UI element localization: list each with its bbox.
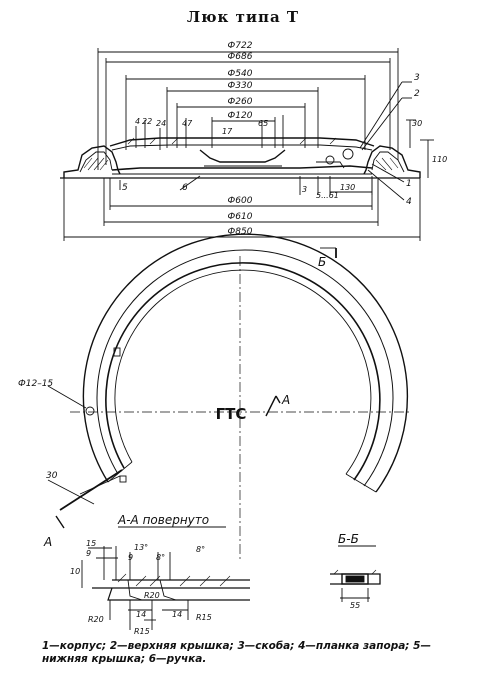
section-bb-title: Б-Б [338,532,359,546]
section-aa [81,526,250,630]
callout-1: 1 [406,179,412,189]
aa-dim-9a: 9 [86,549,91,558]
aa-r15-a: R15 [134,627,150,636]
dim-r-30: 30 [412,119,422,128]
aa-r20-a: R20 [88,615,104,624]
dim-130: 130 [340,183,355,192]
callout-4: 4 [406,197,412,207]
dim-f540: Ф540 [228,69,253,79]
dim-f600: Ф600 [228,196,253,206]
dim-30: 30 [46,471,58,481]
section-aa-labels: А-А повернуто 15 9 13° 9 8° 8° 10 R20 R2… [70,513,212,636]
top-dimension-lines [97,48,399,170]
plan-labels: Б ГТС А Ф12–15 30 А [18,255,326,549]
dim-f722: Ф722 [228,41,253,51]
dim-v-65: 65 [258,119,268,128]
section-aa-title: А-А повернуто [117,513,209,527]
callout-3: 3 [414,73,420,83]
dim-5-61: 5...61 [316,191,339,200]
bb-dim-55: 55 [350,601,360,610]
callout-5: 5 [122,183,128,193]
section-bb [330,545,381,602]
callout-2: 2 [414,89,420,99]
aa-dim-9b: 9 [128,553,133,562]
top-labels: Ф722 Ф686 Ф540 Ф330 Ф260 Ф120 4 22 24 47… [122,41,447,237]
aa-r20-b: R20 [144,591,160,600]
hole-label: Ф12–15 [18,379,53,389]
plan-view [47,233,410,560]
aa-dim-13deg: 13° [134,543,148,552]
aa-dim-8deg-b: 8° [196,545,205,554]
aa-dim-14b: 14 [172,610,182,619]
section-mark-b: Б [318,255,326,269]
dim-v-22: 22 [142,117,152,126]
dim-v-24: 24 [156,119,166,128]
aa-dim-8deg-a: 8° [156,553,165,562]
aa-dim-15: 15 [86,539,96,548]
figure-caption: 1—корпус; 2—верхняя крышка; 3—скоба; 4—п… [42,640,472,666]
dim-r-110: 110 [432,155,447,164]
page-title: Люк типа Т [186,8,300,26]
dim-v-4: 4 [135,117,140,126]
aa-dim-14a: 14 [136,610,146,619]
dim-f610: Ф610 [228,212,253,222]
callout-6: 6 [182,183,188,193]
section-bb-labels: Б-Б 55 [338,532,360,610]
aa-r15-b: R15 [196,613,212,622]
dim-f686: Ф686 [228,52,253,62]
dim-f850: Ф850 [228,227,253,237]
dim-f120: Ф120 [228,111,253,121]
callout-3b: 3 [302,185,307,194]
aa-dim-10: 10 [70,567,80,576]
dim-v-47: 47 [182,119,193,128]
dim-f330: Ф330 [228,81,253,91]
dim-f260: Ф260 [228,97,253,107]
caption-text: 1—корпус; 2—верхняя крышка; 3—скоба; 4—п… [42,640,431,665]
center-label: ГТС [216,405,247,423]
manhole-cross-section [60,81,434,241]
arrow-a-center: А [281,393,290,407]
dim-v-17: 17 [222,127,233,136]
arrow-a-left: А [43,535,52,549]
